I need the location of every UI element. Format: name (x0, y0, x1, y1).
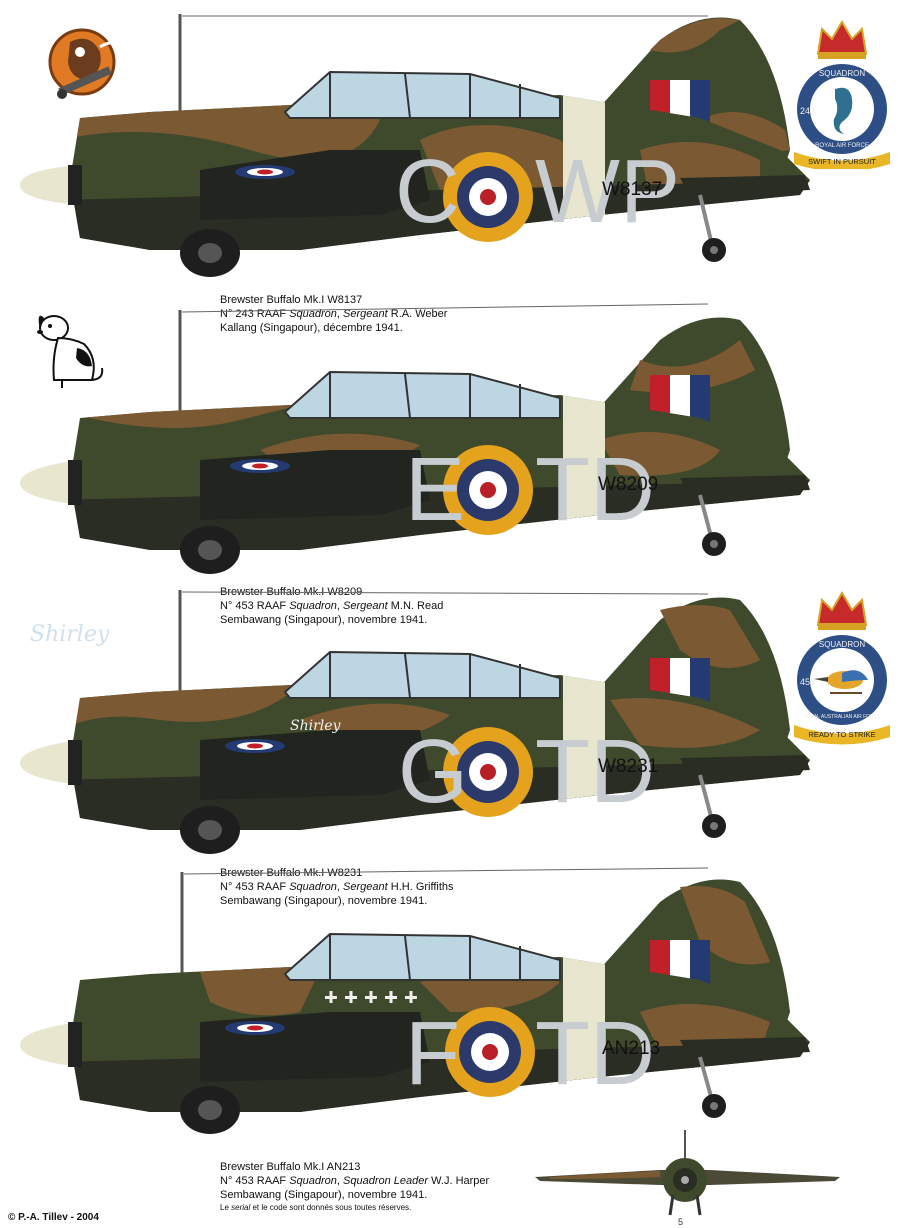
mascot-emblem-icon (48, 28, 122, 99)
dog-mascot-icon (37, 315, 104, 388)
caption-2: Brewster Buffalo Mk.I W8209 N° 453 RAAF … (220, 586, 444, 626)
serial: W8137 (602, 179, 662, 200)
badge-243-motto: SWIFT IN PURSUIT (808, 157, 876, 166)
aircraft-front-view (535, 1130, 840, 1216)
squadron-badge-453: 453 SQUADRON ROYAL AUSTRALIAN AIR FORCE … (794, 591, 890, 745)
squadron-badge-243: 243 SQUADRON ROYAL AIR FORCE SWIFT IN PU… (794, 20, 890, 169)
caption-4: Brewster Buffalo Mk.I AN213 N° 453 RAAF … (220, 1161, 490, 1212)
code-letter-left: F (405, 1004, 460, 1104)
badge-453-number: 453 (800, 677, 815, 687)
aircraft-profile-4: F TD AN213 (20, 867, 810, 1134)
page-number: 5 (678, 1217, 684, 1227)
aircraft-profile-1: C WP W8137 (20, 14, 810, 277)
copyright: © P.-A. Tillev - 2004 (8, 1212, 99, 1223)
side-signature: Shirley (30, 622, 110, 647)
badge-243-number: 243 (800, 106, 815, 116)
code-letter-right: TD (535, 1004, 655, 1104)
code-letter-left: E (405, 440, 465, 540)
aircraft-profile-3: Shirley G TD W8231 (20, 590, 810, 854)
badge-453-ring: ROYAL AUSTRALIAN AIR FORCE (803, 714, 881, 720)
code-letter-left: C (395, 142, 460, 242)
nose-art-name: Shirley (290, 718, 342, 734)
code-letter-right: TD (535, 722, 655, 822)
serial: W8209 (598, 474, 658, 495)
badge-243-top: SQUADRON (819, 69, 865, 78)
badge-453-motto: READY TO STRIKE (808, 730, 875, 739)
code-letter-left: G (398, 722, 468, 822)
badge-243-ring: ROYAL AIR FORCE (815, 143, 869, 149)
code-letter-right: TD (535, 440, 655, 540)
aircraft-profile-2: E TD W8209 (20, 303, 810, 574)
serial: AN213 (602, 1038, 660, 1059)
serial: W8231 (598, 756, 658, 777)
badge-453-top: SQUADRON (819, 640, 865, 649)
code-letter-right: WP (535, 142, 680, 242)
kill-markings (325, 991, 417, 1003)
